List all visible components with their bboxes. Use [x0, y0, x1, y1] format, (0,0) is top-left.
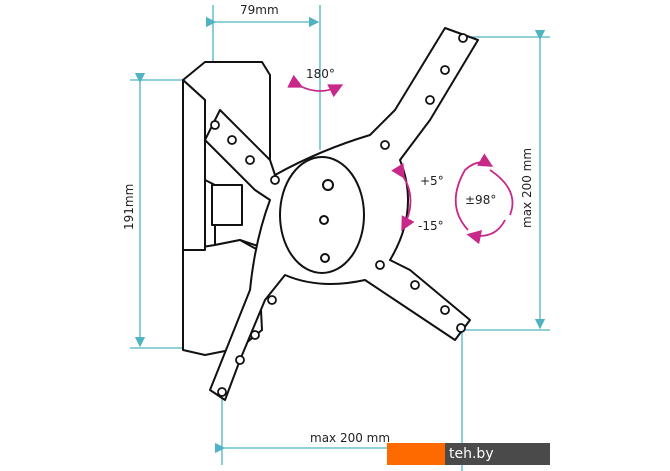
vesa-vertical-label: max 200 mm: [520, 148, 534, 228]
rotate-label: ±98°: [465, 193, 496, 207]
height-dimension: [130, 72, 190, 349]
height-label: 191mm: [122, 184, 136, 230]
vesa-horizontal-label: max 200 mm: [310, 431, 390, 445]
tilt-down-label: -15°: [418, 219, 444, 233]
watermark: teh.by: [387, 443, 550, 465]
vesa-plate: [204, 27, 479, 401]
swivel-label: 180°: [306, 67, 335, 81]
tilt-up-label: +5°: [420, 174, 444, 188]
tilt-arrow-icon: [391, 163, 415, 232]
watermark-logo-icon: [387, 443, 445, 465]
swivel-arrow-icon: [287, 74, 344, 98]
rotate-arrow-icon: [454, 162, 514, 231]
watermark-text: teh.by: [445, 443, 550, 465]
depth-label: 79mm: [240, 3, 279, 17]
vesa-vertical-dimension: [462, 29, 550, 331]
